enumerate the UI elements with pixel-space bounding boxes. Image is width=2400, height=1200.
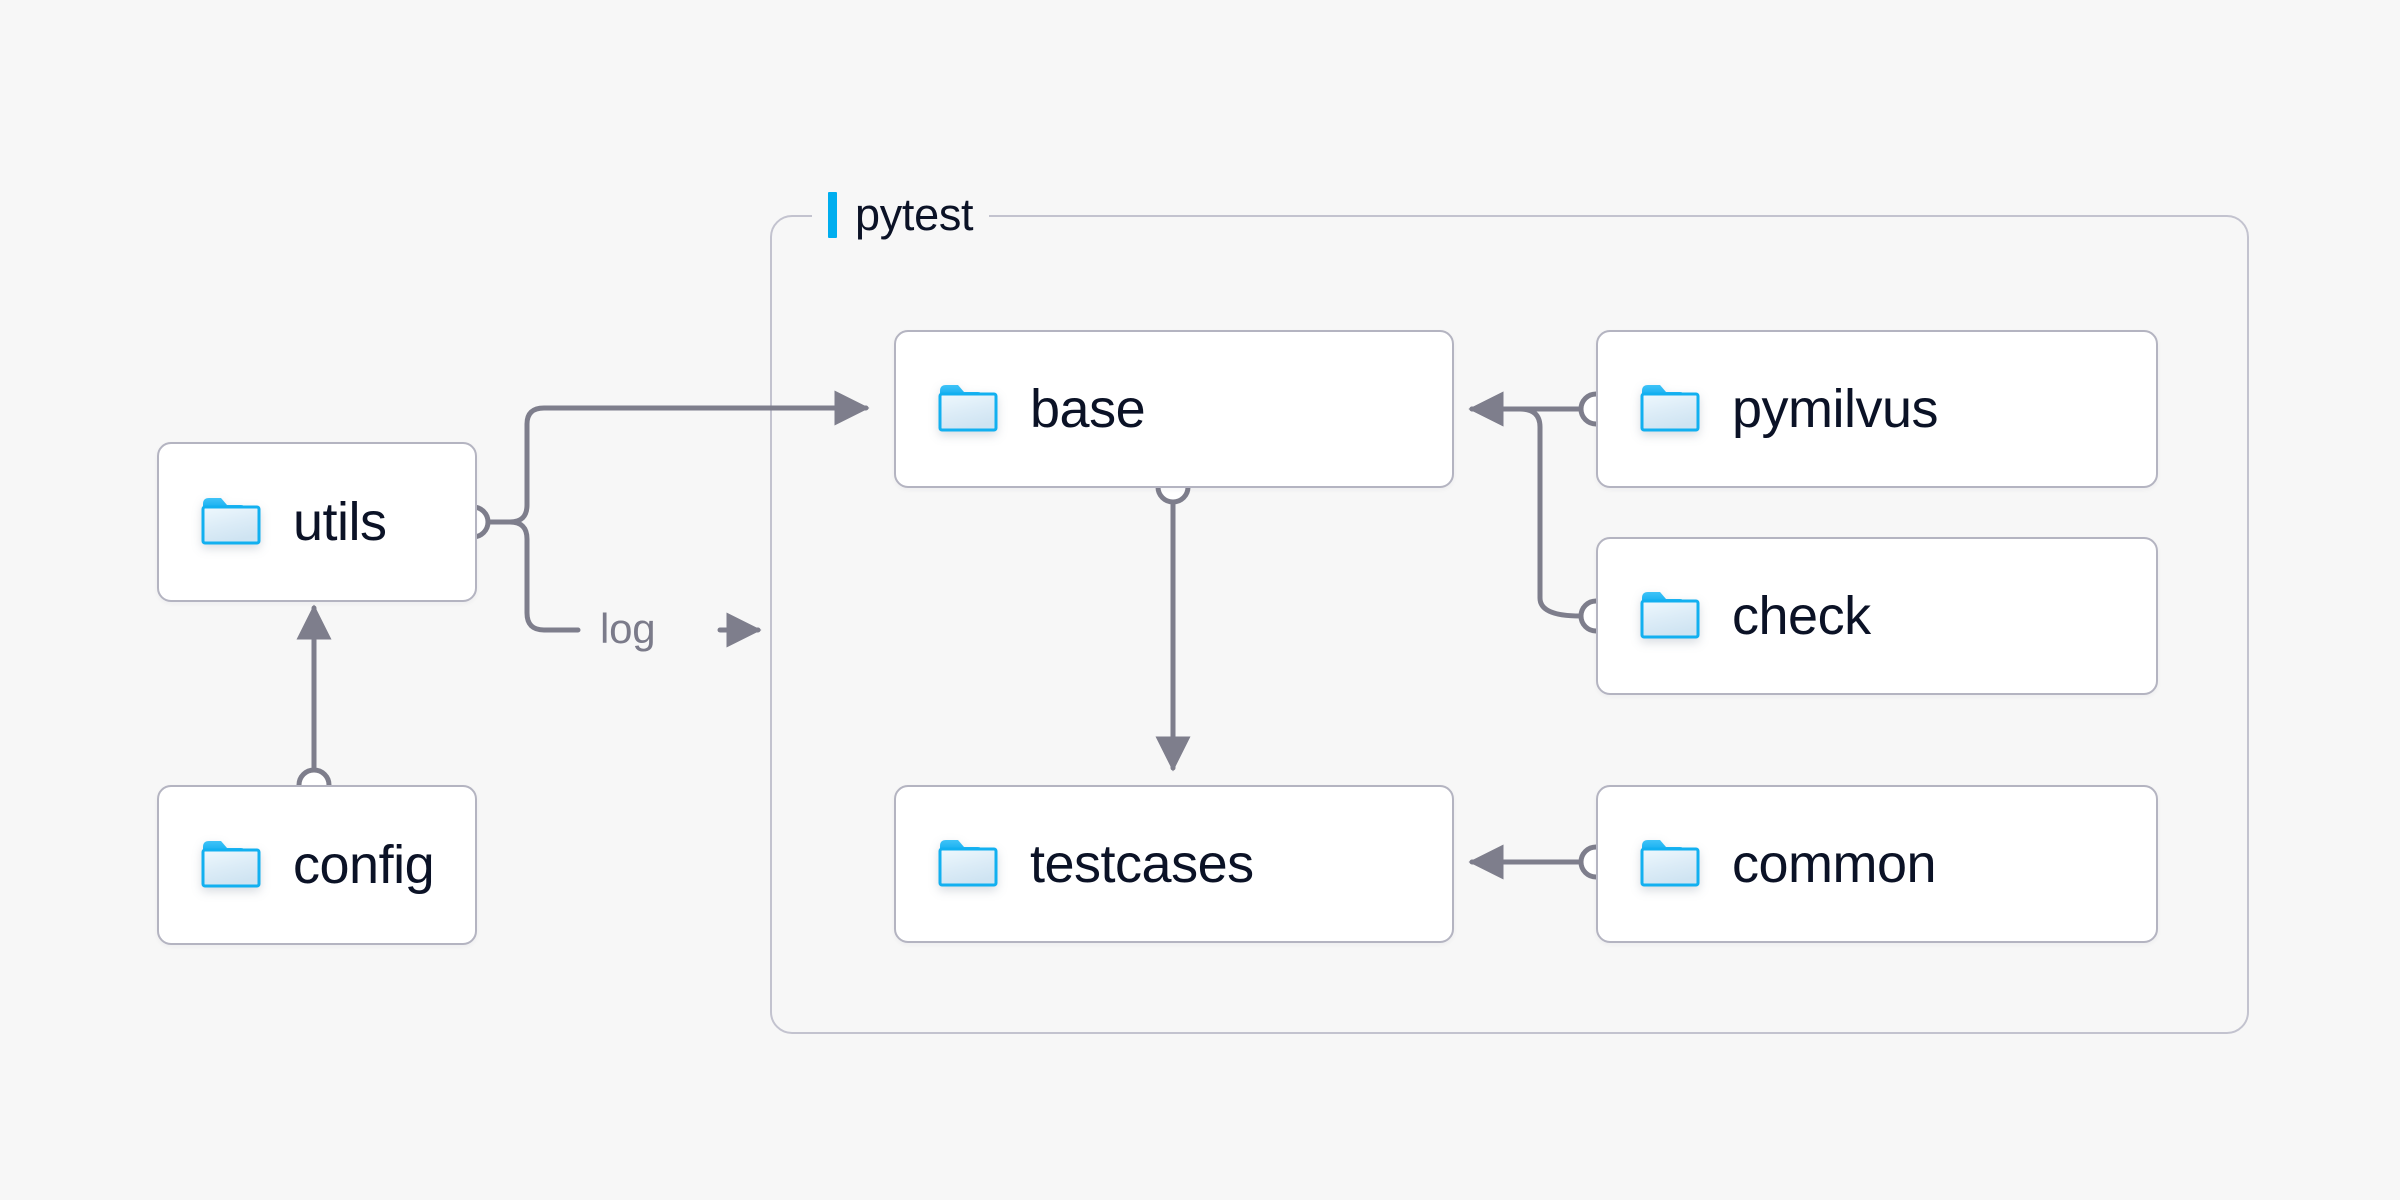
node-config[interactable]: config (157, 785, 477, 945)
node-label: common (1732, 834, 1937, 894)
node-label: base (1030, 379, 1146, 439)
node-pymilvus[interactable]: pymilvus (1596, 330, 2158, 488)
node-testcases[interactable]: testcases (894, 785, 1454, 943)
folder-icon (1640, 588, 1702, 645)
folder-icon (938, 836, 1000, 893)
node-label: utils (293, 492, 387, 552)
node-label: config (293, 835, 435, 895)
group-title: pytest (855, 189, 974, 240)
edge-label-log: log (600, 605, 656, 652)
folder-icon (1640, 836, 1702, 893)
node-label: check (1732, 586, 1871, 646)
node-check[interactable]: check (1596, 537, 2158, 695)
node-label: testcases (1030, 834, 1254, 894)
group-container-pytest (770, 215, 2249, 1034)
folder-icon (201, 837, 263, 894)
folder-icon (1640, 381, 1702, 438)
folder-icon (201, 494, 263, 551)
node-common[interactable]: common (1596, 785, 2158, 943)
edge-config-utils (296, 604, 332, 803)
node-base[interactable]: base (894, 330, 1454, 488)
group-label-pytest: pytest (812, 186, 990, 244)
group-accent-bar (828, 192, 837, 238)
node-label: pymilvus (1732, 379, 1939, 439)
node-utils[interactable]: utils (157, 442, 477, 602)
folder-icon (938, 381, 1000, 438)
